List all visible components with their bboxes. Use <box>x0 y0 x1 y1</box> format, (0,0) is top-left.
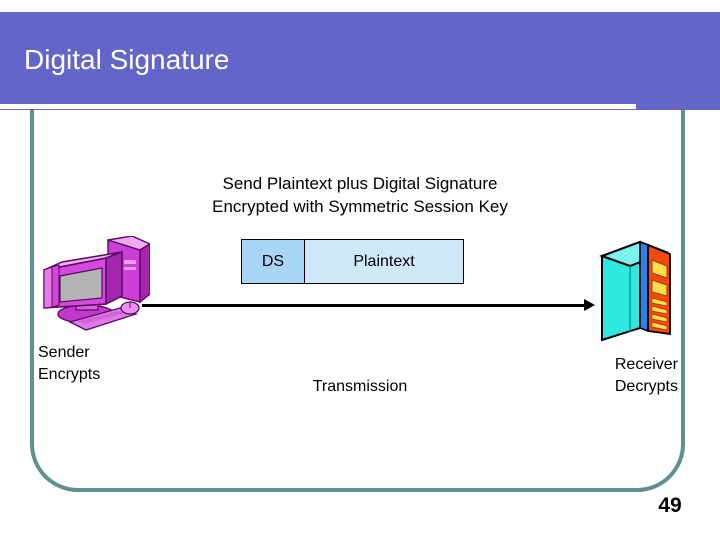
diagram-caption: Send Plaintext plus Digital Signature En… <box>0 172 720 218</box>
sender-label: Sender Encrypts <box>38 342 100 386</box>
sender-label-line-2: Encrypts <box>38 366 101 383</box>
caption-line-1: Send Plaintext plus Digital Signature <box>222 174 498 193</box>
transmission-label: Transmission <box>312 378 408 395</box>
sender-computer-icon <box>32 236 150 336</box>
packet-ds-box: DS <box>241 239 305 284</box>
arrow-right-icon <box>584 299 595 311</box>
packet-diagram: DS Plaintext <box>241 239 464 284</box>
receiver-label-line-2: Decrypts <box>614 378 678 395</box>
title-underline <box>0 104 636 109</box>
page-title: Digital Signature <box>24 44 230 75</box>
receiver-server-icon <box>596 236 686 344</box>
transmission-arrow-line <box>142 304 584 307</box>
title-banner: Digital Signature <box>0 12 720 110</box>
caption-line-2: Encrypted with Symmetric Session Key <box>212 197 508 216</box>
packet-plaintext-box: Plaintext <box>305 239 464 284</box>
receiver-label-line-1: Receiver <box>614 356 678 373</box>
page-number: 49 <box>658 494 682 517</box>
sender-label-line-1: Sender <box>38 344 90 361</box>
receiver-label: Receiver Decrypts <box>615 354 678 398</box>
